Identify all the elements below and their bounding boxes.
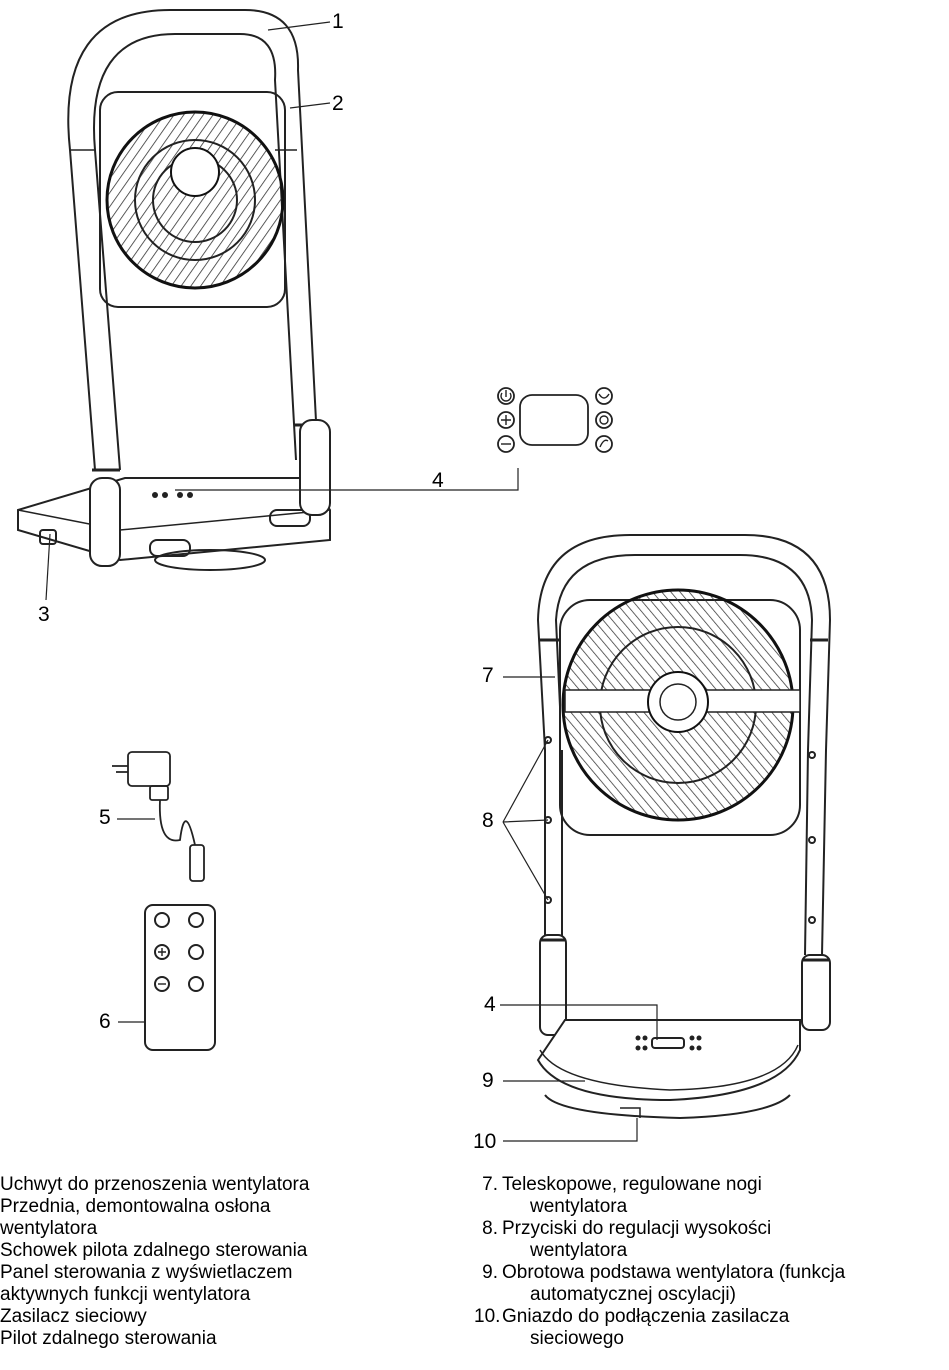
power-adapter: [112, 751, 205, 882]
remote-plus-icon: [154, 944, 170, 960]
legend-left-line: Schowek pilota zdalnego sterowania: [0, 1240, 308, 1261]
height-button-1: [544, 736, 552, 744]
remote-minus-icon: [154, 976, 170, 992]
callout-6: 6: [99, 1010, 111, 1033]
callout-3: 3: [38, 603, 50, 626]
legend-number: 9.: [482, 1262, 498, 1283]
legend-text: Obrotowa podstawa wentylatora (funkcja: [502, 1262, 846, 1283]
legend-item-9: 9.Obrotowa podstawa wentylatora (funkcja…: [474, 1262, 944, 1306]
callout-5: 5: [99, 806, 111, 829]
legend-number: 8.: [482, 1218, 498, 1239]
legend-text: Gniazdo do podłączenia zasilacza: [502, 1306, 790, 1327]
remote-control: [144, 904, 216, 1051]
remote-power-icon: [154, 912, 170, 928]
remote-timer-icon: [188, 944, 204, 960]
carry-handle: [67, 9, 319, 471]
callout-7: 7: [482, 664, 494, 687]
remote-oscillation-icon: [188, 912, 204, 928]
leader-lines: [45, 21, 658, 1142]
front-grille-housing: [99, 91, 286, 308]
legend-text: Teleskopowe, regulowane nogi: [502, 1174, 762, 1195]
oscillation-icon: [595, 387, 613, 405]
callout-4-bottom: 4: [484, 993, 496, 1016]
callout-1: 1: [332, 10, 344, 33]
callout-8: 8: [482, 809, 494, 832]
fan-front-view: [17, 9, 331, 571]
timer-icon: [595, 411, 613, 429]
legend-item-7: 7.Teleskopowe, regulowane nogi wentylato…: [474, 1174, 944, 1218]
power-icon: [497, 387, 515, 405]
front-grille: [105, 110, 285, 290]
legend-text: wentylatora: [530, 1196, 628, 1217]
mode-icon: [595, 435, 613, 453]
legend-left-line: wentylatora: [0, 1218, 98, 1239]
callout-10: 10: [473, 1130, 497, 1153]
legend-right: 7.Teleskopowe, regulowane nogi wentylato…: [474, 1174, 944, 1350]
legend-number: 10.: [474, 1306, 501, 1327]
control-panel-detail: [497, 387, 613, 453]
legend-left-line: Zasilacz sieciowy: [0, 1306, 147, 1327]
plus-icon: [497, 411, 515, 429]
rotating-base: [536, 1019, 801, 1102]
legend-text: automatycznej oscylacji): [530, 1284, 736, 1305]
callout-4-top: 4: [432, 469, 444, 492]
remote-mode-icon: [188, 976, 204, 992]
legend-text: wentylatora: [530, 1240, 628, 1261]
display-screen: [519, 394, 589, 446]
legend-number: 7.: [482, 1174, 498, 1195]
legend-left: Uchwyt do przenoszenia wentylatora Przed…: [0, 1174, 440, 1350]
height-button-3: [544, 896, 552, 904]
legend-text: sieciowego: [530, 1328, 624, 1349]
fan-hub: [170, 147, 220, 197]
minus-icon: [497, 435, 515, 453]
legend-text: Przyciski do regulacji wysokości: [502, 1218, 772, 1239]
legend-left-line: Panel sterowania z wyświetlaczem: [0, 1262, 293, 1283]
legend-item-8: 8.Przyciski do regulacji wysokości wenty…: [474, 1218, 944, 1262]
legend-left-line: Przednia, demontowalna osłona: [0, 1196, 271, 1217]
callout-2: 2: [332, 92, 344, 115]
legend-item-10: 10.Gniazdo do podłączenia zasilacza siec…: [474, 1306, 944, 1350]
fan-rear-view: [536, 534, 832, 1120]
legend-left-line: Uchwyt do przenoszenia wentylatora: [0, 1174, 310, 1195]
callout-9: 9: [482, 1069, 494, 1092]
legend-left-line: Pilot zdalnego sterowania: [0, 1328, 217, 1349]
legend-left-line: aktywnych funkcji wentylatora: [0, 1284, 251, 1305]
